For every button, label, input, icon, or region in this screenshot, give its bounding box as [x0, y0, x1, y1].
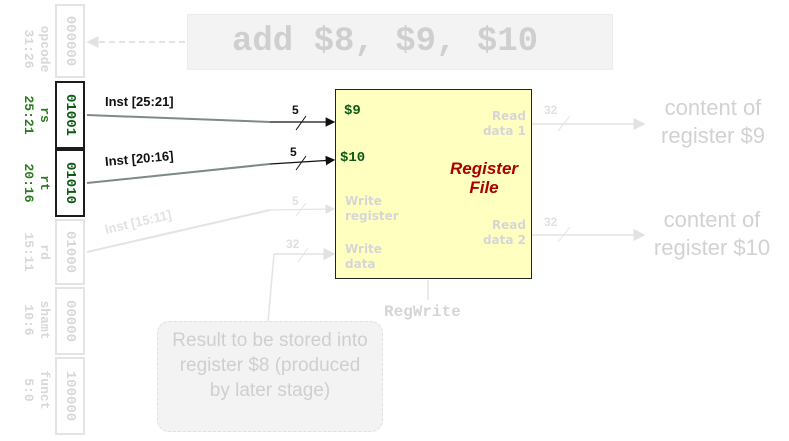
field-value-funct: 100000 [62, 370, 78, 422]
read-register-2-value: $10 [340, 150, 366, 166]
field-box-rd: 01000 [55, 219, 85, 285]
readdata1-width-tick [557, 115, 571, 132]
rs-width-label: 5 [292, 103, 299, 117]
rt-width-label: 5 [290, 145, 297, 159]
write-data-label: Write data [345, 242, 382, 271]
read-data-1-label: Read data 1 [482, 109, 526, 138]
register-file-title: Register File [449, 159, 519, 197]
rs-wire-label: Inst [25:21] [105, 94, 174, 109]
output-read-data-2: content of register $10 [653, 207, 771, 260]
field-box-opcode: 000000 [55, 4, 85, 78]
writedata-width-label: 32 [286, 237, 300, 251]
rd-width-tick [295, 202, 307, 217]
readdata2-width-tick [557, 226, 571, 243]
writedata-wire-v [267, 253, 275, 323]
field-value-rt: 01010 [62, 161, 78, 204]
register-file: $9 $10 Write register Write data Read da… [335, 89, 532, 279]
rs-width-tick [295, 115, 307, 131]
write-result-note-text: Result to be stored into register $8 (pr… [172, 330, 368, 401]
field-box-rs: 01001 [55, 81, 85, 149]
rt-wire [86, 163, 271, 184]
field-box-funct: 100000 [55, 357, 85, 435]
field-value-rs: 01001 [62, 93, 78, 136]
regwrite-label: RegWrite [384, 303, 461, 321]
readdata2-width-label: 32 [544, 215, 558, 229]
field-box-rt: 01010 [55, 149, 85, 217]
output-read-data-1: content of register $9 [661, 95, 765, 148]
field-box-shamt: 00000 [55, 287, 85, 355]
read-data-2-label: Read data 2 [482, 218, 526, 247]
writedata-width-tick [297, 247, 309, 263]
rs-wire [86, 114, 271, 123]
field-value-opcode: 000000 [62, 15, 78, 67]
write-result-note: Result to be stored into register $8 (pr… [157, 321, 383, 432]
readdata1-width-label: 32 [544, 103, 558, 117]
instruction-text: add $8, $9, $10 [232, 23, 539, 61]
field-value-shamt: 00000 [62, 299, 78, 342]
write-register-label: Write register [345, 194, 399, 223]
read-register-1-value: $9 [344, 103, 361, 119]
rd-wire [86, 209, 271, 253]
rt-width-tick [295, 155, 307, 171]
rd-width-label: 5 [292, 194, 299, 208]
rd-wire-arrow [269, 204, 336, 214]
field-value-rd: 01000 [62, 230, 78, 273]
instruction-banner: add $8, $9, $10 [187, 14, 613, 70]
